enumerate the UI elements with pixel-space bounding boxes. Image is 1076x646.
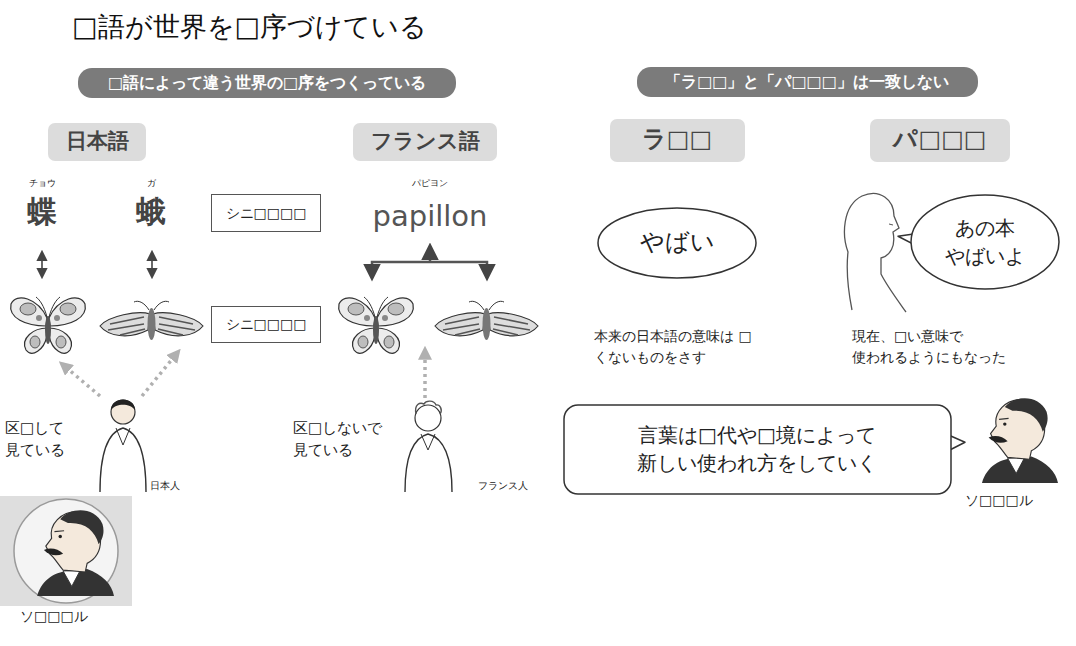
collar (421, 434, 435, 450)
double-arrow (41, 252, 43, 277)
ellipse-outline (598, 208, 756, 278)
node-text: シニ□□□□ (226, 204, 307, 222)
heading-band: □語によって違う世界の□序をつくっている (78, 68, 456, 99)
node-text: フランス語 (371, 128, 480, 155)
node-text: 日本語 (66, 128, 129, 155)
person-body (405, 434, 452, 492)
node-text: ラ□□ (642, 124, 712, 155)
portrait-figure (37, 510, 114, 596)
node-text: パ□□□ (893, 124, 986, 155)
curly-hair (416, 401, 442, 414)
split-bracket (372, 262, 487, 278)
word-ellipse: やばい (597, 207, 757, 279)
moth-figure (100, 301, 203, 340)
person-label: 日本人 (150, 480, 180, 492)
term-box: シニ□□□□ (211, 306, 321, 343)
shape-outline (910, 194, 1060, 290)
speech-bubble: 言葉は□代や□境によって 新しい使われ方をしていく (563, 404, 952, 495)
note-text: 本来の日本語の意味は □くないものをさす (594, 326, 789, 368)
butterfly-figure (339, 297, 414, 353)
page-title: □語が世界を□序づけている (72, 11, 427, 43)
speech-bubble: あの本 やばいよ (910, 194, 1060, 290)
note-text: 現在、□い意味で 使われるようにもなった (852, 326, 1057, 368)
person-label: フランス人 (478, 480, 528, 492)
heading-band: 「ラ□□」と「パ□□□」は一致しない (637, 67, 978, 98)
reading-ruby: パピヨン (400, 178, 460, 189)
japanese-person (100, 400, 146, 493)
term-box: シニ□□□□ (211, 194, 321, 232)
french-person (405, 401, 452, 492)
node-text: シニ□□□□ (226, 315, 307, 333)
language-tab: フランス語 (353, 123, 497, 160)
kanji-word: 蛾 (121, 194, 181, 230)
note-text: 区□して 見ている (5, 418, 83, 462)
profile-person (845, 193, 906, 312)
portrait-caption: ソ□□□ル (20, 608, 88, 625)
head-outline (845, 193, 906, 312)
bubble-outline (564, 405, 951, 494)
reading-ruby: チョウ (22, 178, 62, 189)
butterfly-figure (11, 297, 86, 353)
person-head (111, 400, 135, 424)
collar (116, 428, 130, 445)
moth-figure (435, 301, 538, 340)
term-tab: パ□□□ (870, 119, 1010, 162)
shape-outline (563, 404, 952, 495)
kanji-word: 蝶 (12, 194, 72, 230)
gaze-arrow (142, 352, 178, 396)
gaze-arrow (423, 350, 427, 398)
hair (111, 400, 135, 411)
node-text: あの本 やばいよ (939, 214, 1031, 270)
person-body (100, 428, 146, 492)
node-text: 言葉は□代や□境によって 新しい使われ方をしていく (621, 421, 893, 477)
portrait-figure (982, 398, 1058, 483)
portrait-figure (982, 398, 1058, 483)
portrait-frame (14, 499, 118, 603)
double-arrow (151, 252, 153, 277)
node-text: 「ラ□□」と「パ□□□」は一致しない (665, 72, 949, 93)
up-arrow (429, 246, 432, 262)
person-head (415, 405, 441, 431)
language-tab: 日本語 (48, 123, 146, 160)
node-text: やばい (640, 227, 715, 258)
portrait-frame (0, 496, 132, 606)
ellipse-outline (911, 195, 1059, 289)
french-word: papillon (340, 199, 520, 234)
term-tab: ラ□□ (610, 119, 745, 162)
gaze-arrow (62, 364, 100, 396)
portrait-figure (37, 510, 114, 596)
eye (889, 224, 893, 225)
note-text: 区□しないで 見ている (293, 418, 397, 462)
portrait-caption: ソ□□□ル (965, 492, 1033, 509)
reading-ruby: ガ (131, 178, 171, 189)
node-text: □語によって違う世界の□序をつくっている (108, 73, 426, 94)
